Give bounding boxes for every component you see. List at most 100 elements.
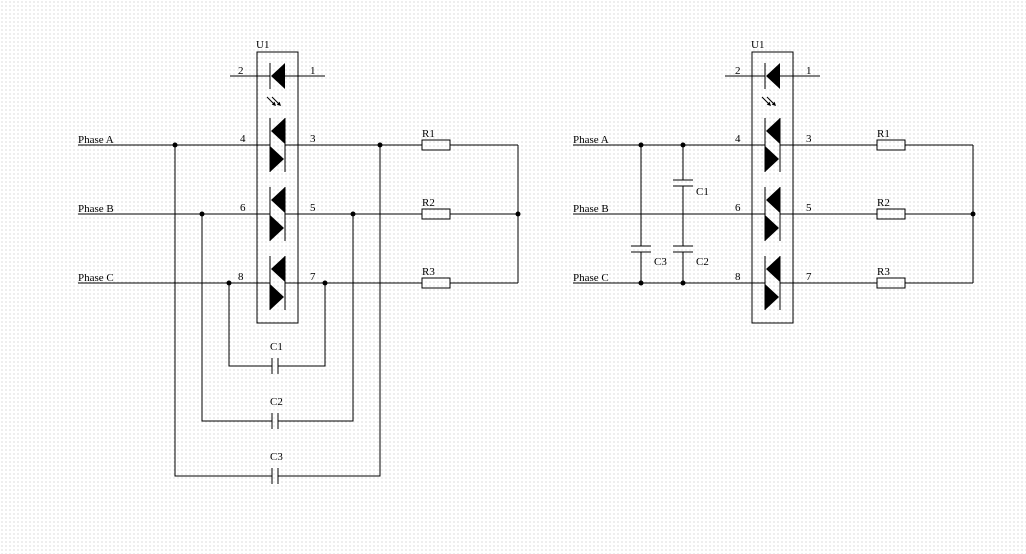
capacitor-c3-label: C3 [270,451,283,463]
wire-c3-right [278,145,381,477]
junction-dot [638,142,644,148]
arrow-head [271,101,276,106]
capacitor-c3-label: C3 [654,256,667,268]
optocoupler-u1: U1 2 1 4 3 [725,39,820,324]
pin-label-2: 2 [735,65,741,77]
pin-label-6: 6 [240,202,246,214]
triac-pins-8-7 [764,256,781,310]
triac-triangle-down [765,215,779,241]
resistor-r1-label: R1 [422,128,435,140]
triac-pins-8-7 [269,256,286,310]
triac-pins-6-5 [269,187,286,241]
arrow-shaft [271,96,279,104]
triac-triangle-up [271,118,285,144]
phase-b-label: Phase B [573,203,609,215]
triac-pins-6-5 [764,187,781,241]
component-label-u1: U1 [256,39,269,51]
light-emission-arrows-icon [761,96,776,106]
junction-dot [970,211,976,217]
circuit-left: U1 2 1 4 3 [78,39,521,484]
capacitor-c2-label: C2 [270,396,283,408]
capacitor-c3: C3 [174,145,381,484]
pin-label-3: 3 [806,133,812,145]
pin-label-8: 8 [735,271,741,283]
resistor-r3 [876,277,906,289]
junction-dot [226,280,232,286]
triac-pins-4-3 [269,118,286,172]
pin-label-3: 3 [310,133,316,145]
arrow-head [766,101,771,106]
junction-dot [638,280,644,286]
arrow-head [771,101,776,106]
ic-body [751,51,794,324]
junction-dot [172,142,178,148]
triac-triangle-up [766,118,780,144]
wire-c2-right [278,214,354,422]
light-emission-arrows-icon [266,96,281,106]
phase-a-label: Phase A [573,134,609,146]
phase-b-label: Phase B [78,203,114,215]
led-triangle [271,63,285,89]
wire-c2-left [201,214,272,422]
capacitor-c2: C2 [201,214,354,429]
resistor-r1 [421,139,451,151]
triac-triangle-down [765,284,779,310]
triac-triangle-down [270,284,284,310]
wire-c1-right [278,283,326,367]
pin-label-6: 6 [735,202,741,214]
ic-body [256,51,299,324]
junction-dot [680,142,686,148]
led-triangle [766,63,780,89]
wire-c3-left [174,145,272,477]
triac-triangle-up [271,187,285,213]
phase-c-label: Phase C [573,272,609,284]
resistor-r2-label: R2 [422,197,435,209]
pin-label-4: 4 [240,133,246,145]
triac-triangle-up [271,256,285,282]
capacitor-c2-label: C2 [696,256,709,268]
resistor-r2-label: R2 [877,197,890,209]
optocoupler-u1: U1 2 1 4 3 [230,39,325,324]
capacitor-c1-label: C1 [696,186,709,198]
triac-triangle-up [766,187,780,213]
junction-dot [199,211,205,217]
resistor-r2 [421,208,451,220]
capacitor-c2: C2 [673,245,709,283]
pin-label-4: 4 [735,133,741,145]
junction-dot [377,142,383,148]
resistor-r3 [421,277,451,289]
triac-triangle-down [270,215,284,241]
capacitor-c1: C1 [673,145,709,198]
led-symbol [230,63,325,89]
pin-label-2: 2 [238,65,244,77]
component-label-u1: U1 [751,39,764,51]
arrow-shaft [766,96,774,104]
junction-dot [350,211,356,217]
resistor-r1-label: R1 [877,128,890,140]
pin-label-5: 5 [806,202,812,214]
capacitor-c3: C3 [631,145,667,283]
resistor-r1 [876,139,906,151]
junction-dot [515,211,521,217]
triac-triangle-down [270,146,284,172]
resistor-r3-label: R3 [877,266,890,278]
arrow-shaft [266,96,274,104]
resistor-r3-label: R3 [422,266,435,278]
pin-label-5: 5 [310,202,316,214]
arrow-head [276,101,281,106]
phase-a-label: Phase A [78,134,114,146]
led-symbol [725,63,820,89]
pin-label-1: 1 [806,65,812,77]
triac-pins-4-3 [764,118,781,172]
pin-label-7: 7 [806,271,812,283]
junction-dot [680,280,686,286]
pin-label-7: 7 [310,271,316,283]
pin-label-1: 1 [310,65,316,77]
circuit-right: U1 2 1 4 3 [573,39,976,324]
wire-c1-left [228,283,272,367]
resistor-r2 [876,208,906,220]
arrow-shaft [761,96,769,104]
capacitor-c1-label: C1 [270,341,283,353]
